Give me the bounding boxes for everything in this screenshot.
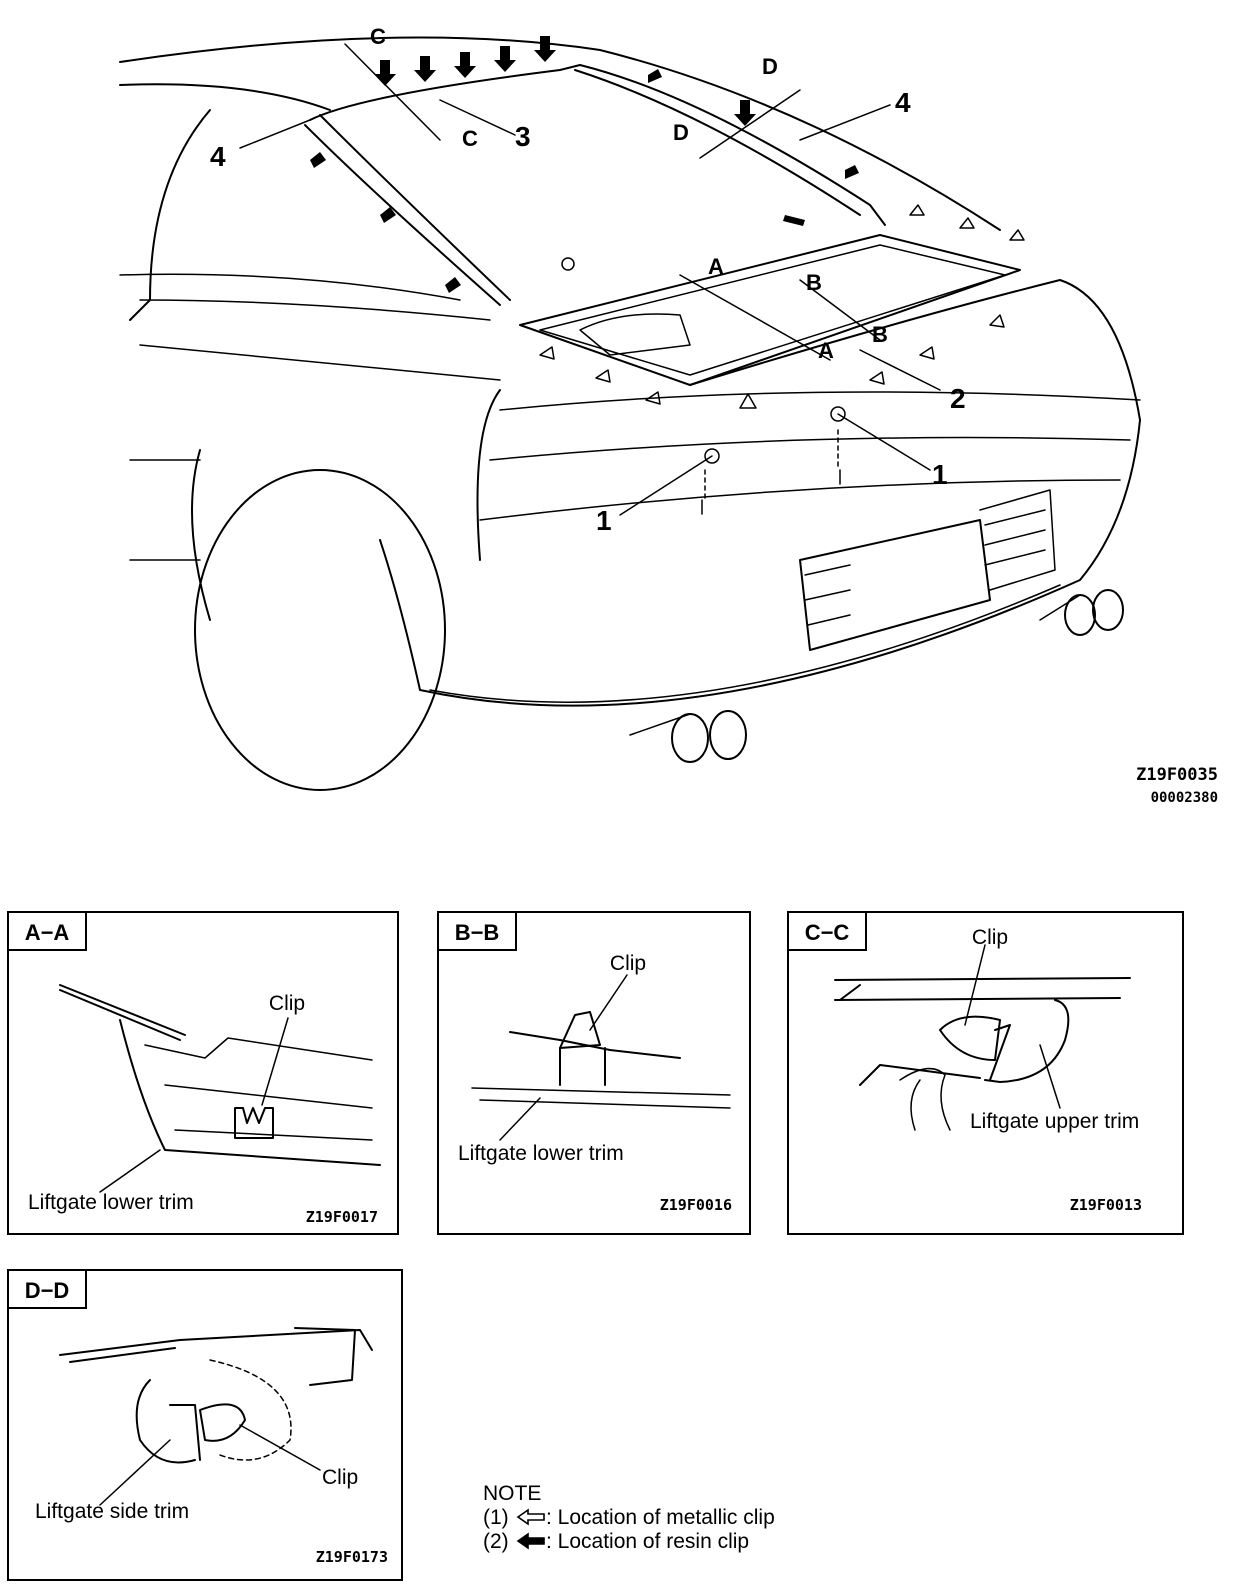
- resin-clip-arrow-icon: [516, 1532, 545, 1550]
- panel-d-d-part-label: Liftgate side trim: [35, 1500, 189, 1523]
- panel-b-b-code: Z19F0016: [660, 1196, 732, 1214]
- panel-b-b-tag: B−B: [455, 920, 500, 945]
- note-line2-text: : Location of resin clip: [546, 1530, 749, 1553]
- section-panel-b-b: B−B Clip Liftgate lower trim Z19F0016: [437, 911, 751, 1235]
- panel-d-d-clip-label: Clip: [322, 1466, 358, 1489]
- panel-a-a-code: Z19F0017: [306, 1208, 378, 1226]
- panel-c-c-part-label: Liftgate upper trim: [970, 1110, 1139, 1133]
- callout-a-right: A: [818, 338, 834, 363]
- section-panel-a-a: A−A Clip Liftgate lower trim Z19F0017: [7, 911, 399, 1235]
- panel-c-c-code: Z19F0013: [1070, 1196, 1142, 1214]
- panel-c-c-tag: C−C: [805, 920, 850, 945]
- car-rear-view-illustration: [119, 36, 1141, 791]
- legend-note: NOTE (1) : Location of metallic clip (2)…: [483, 1482, 775, 1553]
- callout-b-left: B: [806, 270, 822, 295]
- callout-1-right: 1: [932, 459, 948, 490]
- panel-a-a-tag: A−A: [25, 920, 70, 945]
- callout-b-right: B: [872, 322, 888, 347]
- callout-a-left: A: [708, 254, 724, 279]
- callout-4-left: 4: [210, 141, 226, 172]
- panel-a-a-part-label: Liftgate lower trim: [28, 1191, 194, 1214]
- metallic-clip-arrow-icon: [516, 1508, 545, 1526]
- callout-2: 2: [950, 383, 966, 414]
- callout-4-right: 4: [895, 87, 911, 118]
- callout-d-mid: D: [673, 120, 689, 145]
- panel-d-d-code: Z19F0173: [316, 1548, 388, 1566]
- section-panel-d-d: D−D Clip Liftgate side trim Z19F0173: [7, 1269, 403, 1581]
- section-panel-c-c: C−C Clip Liftgate upper trim Z19F0013: [787, 911, 1184, 1235]
- note-line1-prefix: (1): [483, 1506, 509, 1529]
- panel-a-a-clip-label: Clip: [269, 992, 305, 1015]
- callout-3: 3: [515, 121, 531, 152]
- panel-c-c-clip-label: Clip: [972, 926, 1008, 949]
- panel-b-b-part-label: Liftgate lower trim: [458, 1142, 624, 1165]
- note-line2-prefix: (2): [483, 1530, 509, 1553]
- figure-code: Z19F0035: [1136, 765, 1218, 785]
- note-title: NOTE: [483, 1482, 541, 1505]
- note-line1-text: : Location of metallic clip: [546, 1506, 775, 1529]
- panel-b-b-clip-label: Clip: [610, 952, 646, 975]
- callout-1-left: 1: [596, 505, 612, 536]
- callout-c-mid: C: [462, 126, 478, 151]
- figure-code-secondary: 00002380: [1151, 790, 1218, 806]
- callout-c-top: C: [370, 24, 386, 49]
- callout-d-top: D: [762, 54, 778, 79]
- panel-d-d-tag: D−D: [25, 1278, 70, 1303]
